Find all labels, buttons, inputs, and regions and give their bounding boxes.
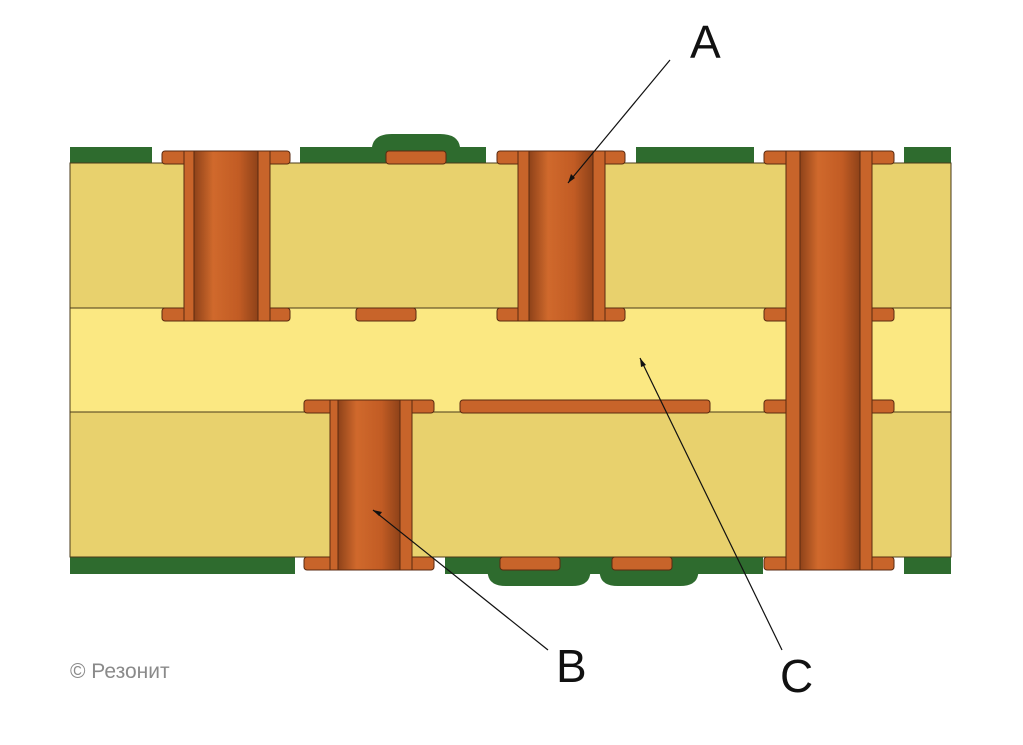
through-via	[785, 150, 801, 571]
copyright-text: © Резонит	[70, 660, 170, 683]
leader-line-c	[639, 357, 783, 651]
via-barrels	[183, 150, 873, 571]
label-a: A	[690, 16, 721, 68]
leader-lines	[372, 59, 783, 651]
top-core	[69, 162, 952, 309]
blind-via-a	[517, 150, 530, 322]
leader-line-b	[372, 509, 549, 651]
blind-via-b	[329, 399, 339, 571]
leader-line-a	[567, 59, 671, 184]
label-c: C	[780, 650, 813, 702]
blind-via-1	[183, 150, 195, 322]
bottom-core	[69, 411, 952, 558]
label-b: B	[556, 640, 587, 692]
arrow-heads	[373, 174, 646, 516]
